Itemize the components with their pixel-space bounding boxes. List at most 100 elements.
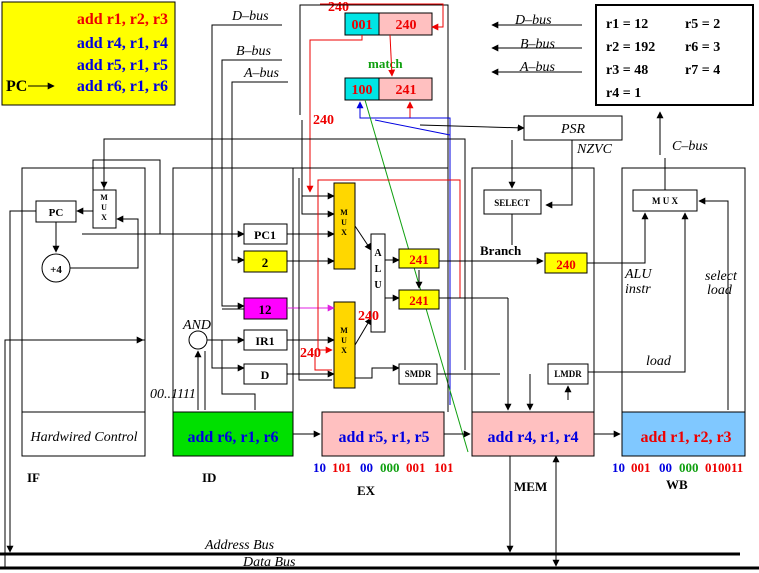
wb-enc-opcode: 10: [612, 460, 625, 475]
svg-text:M: M: [340, 326, 348, 335]
control-unit-label: Hardwired Control: [30, 430, 138, 445]
register-r5: r5 = 2: [685, 17, 720, 32]
pc1-label: PC1: [254, 228, 276, 242]
program-line-3: add r5, r1, r5: [77, 57, 168, 74]
mux-forward-value: 240: [358, 309, 379, 324]
register-r3: r3 = 48: [606, 63, 648, 78]
psr-label: PSR: [560, 122, 586, 137]
wb-value-label: 240: [328, 0, 349, 15]
register-r1: r1 = 12: [606, 17, 648, 32]
b-bus-label: B–bus: [236, 44, 272, 59]
register-file: r1 = 12 r2 = 192 r3 = 48 r4 = 1 r5 = 2 r…: [595, 4, 754, 106]
a-operand-value: 12: [259, 302, 272, 317]
d-bus-label: D–bus: [231, 9, 269, 24]
alu-instr-label-1: ALU: [624, 267, 652, 282]
b-operand-value: 2: [262, 255, 269, 270]
dest-value: 240: [396, 18, 417, 33]
mem-alu-value: 240: [556, 257, 576, 272]
plus-four-label: +4: [50, 264, 62, 276]
program-line-2: add r4, r1, r4: [77, 35, 168, 52]
ir1-label: IR1: [255, 334, 274, 348]
ex-enc-src1: 000: [380, 460, 400, 475]
ex-stage-label: EX: [357, 483, 376, 498]
id-stage: PC1 2 12 IR1 D AND 00..1111 add r6, r1, …: [150, 223, 294, 485]
wb-mux-label: M U X: [652, 196, 678, 206]
forward-value-label: 240: [313, 113, 334, 128]
register-r7: r7 = 4: [685, 63, 720, 78]
lmdr-label: LMDR: [554, 369, 582, 379]
ex-enc-dest: 101: [332, 460, 352, 475]
load-label: load: [646, 354, 672, 369]
register-r4: r4 = 1: [606, 86, 641, 101]
ex-enc-opcode: 10: [313, 460, 326, 475]
alu-instr-label-2: instr: [625, 282, 651, 297]
program-listing: add r1, r2, r3 add r4, r1, r4 add r5, r1…: [1, 1, 176, 106]
and-gate: [188, 330, 208, 350]
svg-text:M: M: [340, 208, 348, 217]
alu-result-value: 241: [409, 252, 429, 267]
svg-text:X: X: [101, 213, 107, 222]
ex-instruction-box: [321, 411, 445, 457]
ex-enc-src2: 001: [406, 460, 426, 475]
wb-enc-src2: 010011: [705, 460, 743, 475]
ex-mux-lower: [333, 301, 356, 389]
wb-encoding: 10 001 00 000 010011: [612, 460, 743, 475]
immediate-mask-label: 00..1111: [150, 387, 196, 402]
ex-stage: M U X M U X A L U 240 240 241 241 SMDR: [287, 120, 500, 498]
mem-stage-label: MEM: [514, 479, 547, 494]
c-bus-label: C–bus: [672, 139, 708, 154]
svg-text:A: A: [374, 248, 382, 259]
program-line-1: add r1, r2, r3: [77, 11, 168, 28]
select-label: SELECT: [494, 198, 530, 208]
wb-instruction: add r1, r2, r3: [640, 429, 731, 446]
select-unit: [483, 189, 542, 215]
bus-outputs-right: D–bus B–bus A–bus: [491, 13, 664, 155]
smdr-label: SMDR: [405, 369, 432, 379]
wb-stage-label: WB: [666, 477, 688, 492]
if-stage-label: IF: [27, 470, 40, 485]
alu-result-value-2: 241: [409, 293, 429, 308]
a-bus-label: A–bus: [243, 66, 280, 81]
svg-text:U: U: [341, 336, 347, 345]
wb-enc-mode: 00: [659, 460, 672, 475]
dest-reg-bits: 001: [352, 18, 373, 33]
ex-enc-mode: 00: [360, 460, 373, 475]
lmdr-register: [547, 363, 589, 385]
src-reg-bits: 100: [352, 83, 373, 98]
mem-stage: SELECT Branch 240 LMDR add r4, r1, r4 ME…: [439, 189, 595, 567]
svg-text:L: L: [375, 264, 382, 275]
bus-inputs-center: D–bus B–bus A–bus: [211, 9, 288, 372]
program-line-4: add r6, r1, r6: [77, 78, 168, 95]
system-buses: Address Bus Data Bus: [0, 538, 759, 570]
alu: [370, 233, 386, 333]
b-bus-label-right: B–bus: [520, 37, 556, 52]
nzvc-label: NZVC: [576, 142, 613, 157]
d-bus-label-right: D–bus: [514, 13, 552, 28]
pc-register-label: PC: [49, 207, 64, 219]
svg-text:M: M: [100, 193, 108, 202]
d-register-label: D: [261, 368, 270, 382]
address-bus-label: Address Bus: [204, 538, 275, 553]
src-value-cell: [378, 77, 433, 101]
match-label: match: [368, 56, 403, 71]
register-r6: r6 = 3: [685, 40, 720, 55]
mux-forward-value-2: 240: [300, 346, 321, 361]
if-stage: M U X PC +4 Hardwired Control IF: [4, 138, 466, 568]
ex-enc-src3: 101: [434, 460, 454, 475]
mem-instruction: add r4, r1, r4: [487, 429, 578, 446]
svg-text:U: U: [374, 280, 381, 291]
mem-instruction-box: [471, 411, 595, 457]
psr-unit: PSR NZVC: [419, 115, 623, 209]
wb-enc-src1: 000: [679, 460, 699, 475]
register-r2: r2 = 192: [606, 40, 655, 55]
svg-text:X: X: [341, 346, 347, 355]
id-instruction: add r6, r1, r6: [187, 429, 278, 446]
branch-label: Branch: [480, 243, 522, 258]
svg-text:U: U: [341, 218, 347, 227]
id-stage-label: ID: [202, 470, 216, 485]
control-unit: [21, 411, 146, 457]
wb-stage: M U X C–bus ALU instr select load load a…: [587, 139, 746, 492]
data-bus-label: Data Bus: [242, 555, 296, 570]
